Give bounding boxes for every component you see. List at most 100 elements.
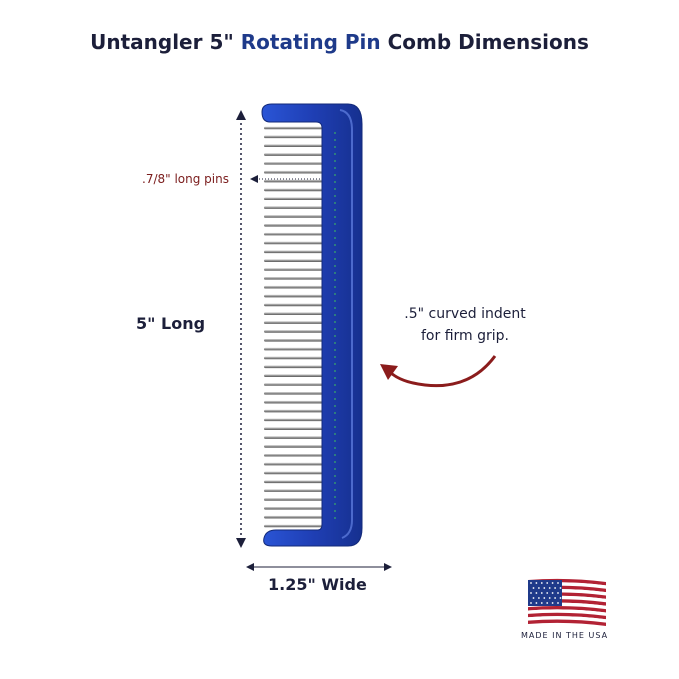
comb-pin bbox=[264, 162, 326, 165]
flag-star bbox=[532, 597, 535, 599]
comb-pin bbox=[264, 400, 326, 404]
width-label: 1.25" Wide bbox=[268, 575, 367, 594]
comb-pin bbox=[264, 524, 326, 528]
title-part-1: Untangler 5" bbox=[90, 30, 241, 54]
comb-spine-highlight bbox=[339, 109, 353, 539]
flag-star bbox=[546, 582, 549, 584]
comb-pin bbox=[264, 277, 326, 280]
flag-star bbox=[557, 592, 559, 594]
flag-star bbox=[546, 602, 549, 604]
flag-star bbox=[530, 592, 532, 594]
comb-pin bbox=[264, 188, 326, 192]
comb-pin bbox=[264, 153, 326, 156]
comb-spine bbox=[261, 103, 363, 547]
flag-stripe bbox=[528, 616, 606, 623]
title-part-2: Rotating Pin bbox=[240, 30, 381, 54]
comb-pin bbox=[264, 507, 326, 510]
comb-pin bbox=[264, 453, 326, 457]
comb-pin bbox=[264, 294, 326, 298]
flag-star bbox=[557, 602, 559, 604]
pins-length-label: .7/8" long pins bbox=[142, 172, 229, 186]
pins-pointer-arrow bbox=[250, 175, 320, 183]
flag-star bbox=[559, 597, 562, 599]
comb-pin bbox=[264, 436, 326, 439]
comb-pin bbox=[264, 489, 326, 492]
flag-star bbox=[535, 582, 538, 584]
us-flag-icon bbox=[528, 578, 606, 626]
comb-pin bbox=[264, 374, 326, 377]
comb-pin bbox=[264, 223, 326, 227]
flag-star bbox=[540, 592, 543, 594]
comb-pin bbox=[264, 179, 326, 183]
flag-star bbox=[540, 602, 543, 604]
comb-pin bbox=[264, 498, 326, 501]
comb-pin bbox=[264, 347, 326, 351]
comb-pin bbox=[264, 383, 326, 386]
flag-star bbox=[535, 602, 538, 604]
flag-star bbox=[548, 587, 551, 589]
flag-star bbox=[538, 597, 540, 599]
flag-stripe bbox=[528, 619, 606, 626]
comb-pin bbox=[264, 338, 326, 342]
comb-pin bbox=[264, 392, 326, 395]
flag-star bbox=[543, 587, 546, 589]
indent-label-line-2: for firm grip. bbox=[421, 328, 509, 344]
indent-label-line-1: .5" curved indent bbox=[404, 306, 526, 322]
comb-pin bbox=[264, 321, 326, 324]
flag-star bbox=[554, 587, 556, 589]
page-title: Untangler 5" Rotating Pin Comb Dimension… bbox=[0, 30, 679, 54]
flag-stripe bbox=[528, 605, 606, 613]
curved-arrow-icon bbox=[380, 355, 497, 388]
made-in-usa-label: MADE IN THE USA bbox=[521, 631, 609, 640]
comb-pin bbox=[264, 170, 326, 174]
comb-pin bbox=[264, 418, 326, 422]
comb-pin bbox=[264, 241, 326, 245]
comb-pin bbox=[264, 232, 326, 236]
flag-star bbox=[530, 582, 532, 584]
comb-pin bbox=[264, 480, 326, 484]
flag-star bbox=[535, 592, 538, 594]
comb-pins bbox=[264, 126, 326, 528]
flag-star bbox=[543, 597, 546, 599]
flag-star bbox=[546, 592, 549, 594]
comb-pin bbox=[264, 515, 326, 519]
flag-star bbox=[559, 587, 562, 589]
flag-star bbox=[538, 587, 540, 589]
comb-pin bbox=[264, 471, 326, 475]
width-dimension-arrow bbox=[246, 563, 392, 571]
flag-star bbox=[554, 597, 556, 599]
comb-pin bbox=[264, 445, 326, 448]
comb-pin bbox=[264, 259, 326, 262]
comb-pin bbox=[264, 215, 326, 218]
length-label: 5" Long bbox=[136, 314, 206, 333]
comb-pin bbox=[264, 303, 326, 307]
flag-star bbox=[557, 582, 559, 584]
flag-stripe bbox=[528, 612, 606, 620]
comb-pin bbox=[264, 427, 326, 431]
comb-pin bbox=[264, 126, 326, 130]
flag-star bbox=[532, 587, 535, 589]
length-dimension-arrow bbox=[236, 110, 246, 548]
flag-star bbox=[551, 582, 554, 584]
comb-pin bbox=[264, 197, 326, 201]
flag-star bbox=[530, 602, 532, 604]
flag-star bbox=[551, 592, 554, 594]
flag-star bbox=[540, 582, 543, 584]
comb-pin bbox=[264, 356, 326, 360]
indent-label: .5" curved indent for firm grip. bbox=[380, 303, 550, 347]
comb-pin bbox=[264, 462, 326, 466]
comb-pin bbox=[264, 312, 326, 316]
title-part-3: Comb Dimensions bbox=[380, 30, 589, 54]
comb-pin bbox=[264, 250, 326, 254]
flag-star bbox=[548, 597, 551, 599]
comb-pin bbox=[264, 268, 326, 271]
flag-star bbox=[551, 602, 554, 604]
comb-pin bbox=[264, 330, 326, 333]
flag-stripe bbox=[528, 609, 606, 616]
comb-pin bbox=[264, 135, 326, 139]
comb-pin bbox=[264, 409, 326, 413]
comb-pin bbox=[264, 206, 326, 209]
comb-pin bbox=[264, 144, 326, 147]
comb-pin bbox=[264, 365, 326, 369]
